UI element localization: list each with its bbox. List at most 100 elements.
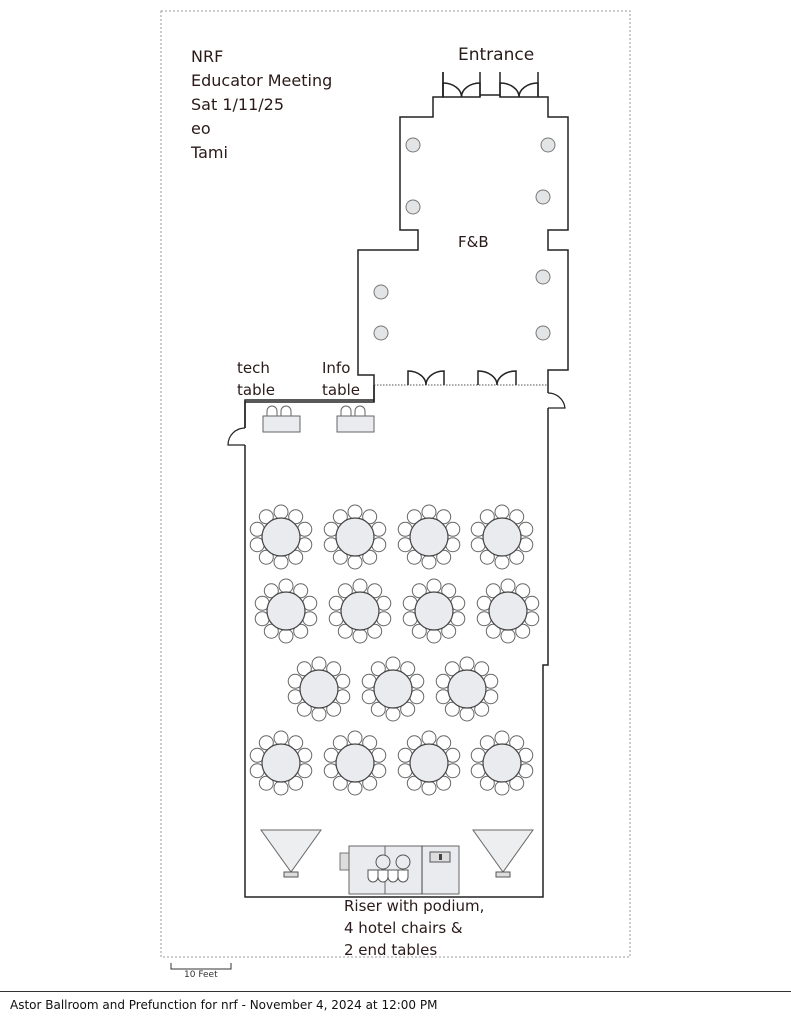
round-table [482, 517, 522, 557]
event-name: NRF [191, 47, 224, 66]
chair [459, 706, 475, 722]
chair [500, 578, 516, 594]
chair [288, 509, 304, 525]
label-line: 4 hotel chairs & [344, 919, 463, 937]
round-table [266, 591, 306, 631]
end-table [375, 854, 391, 870]
event-contact-initials: eo [191, 119, 211, 138]
chair [280, 405, 292, 416]
end-table [395, 854, 411, 870]
round-table [488, 591, 528, 631]
single-door [547, 392, 566, 409]
round-table [482, 743, 522, 783]
chair [400, 661, 416, 677]
single-door [227, 427, 246, 446]
chair [421, 554, 437, 570]
label-line: table [237, 381, 275, 399]
chair [515, 583, 531, 599]
tech-table [262, 415, 301, 433]
round-table [447, 669, 487, 709]
furniture-layer [170, 82, 566, 970]
chair [406, 509, 422, 525]
column [373, 284, 389, 300]
footer-text: Astor Ballroom and Prefunction for nrf -… [10, 998, 438, 1012]
chair [326, 661, 342, 677]
chair [385, 656, 401, 672]
chair [509, 509, 525, 525]
hotel-chair [367, 869, 379, 883]
chair [347, 780, 363, 796]
chair [441, 623, 457, 639]
chair [347, 730, 363, 746]
projection-screen [260, 829, 322, 873]
podium-mic [439, 854, 442, 860]
scale-label: 10 Feet [184, 970, 218, 980]
chair [494, 730, 510, 746]
double-door [477, 370, 517, 386]
chair [332, 775, 348, 791]
event-info: NRF Educator Meeting Sat 1/11/25 eo Tami [191, 45, 332, 165]
column [373, 325, 389, 341]
chair [436, 549, 452, 565]
chair [367, 623, 383, 639]
round-table [335, 517, 375, 557]
chair [421, 504, 437, 520]
chair [421, 730, 437, 746]
chair [436, 775, 452, 791]
chair [500, 628, 516, 644]
label-line: table [322, 381, 360, 399]
chair [479, 775, 495, 791]
chair [296, 661, 312, 677]
chair [340, 405, 352, 416]
chair [293, 623, 309, 639]
chair [411, 623, 427, 639]
chair [258, 775, 274, 791]
chair [485, 583, 501, 599]
chair [288, 775, 304, 791]
chair [479, 549, 495, 565]
round-table [299, 669, 339, 709]
chair [263, 583, 279, 599]
entrance-label: Entrance [458, 45, 535, 65]
footer: Astor Ballroom and Prefunction for nrf -… [0, 991, 791, 1012]
chair [406, 775, 422, 791]
round-table [340, 591, 380, 631]
projector [283, 871, 299, 878]
round-table [261, 743, 301, 783]
chair [411, 583, 427, 599]
label-line: Info [322, 359, 351, 377]
chair [288, 549, 304, 565]
chair [332, 549, 348, 565]
chair [258, 549, 274, 565]
chair [337, 623, 353, 639]
projector [495, 871, 511, 878]
chair [296, 701, 312, 717]
chair [400, 701, 416, 717]
chair [332, 735, 348, 751]
chair [444, 661, 460, 677]
chair [485, 623, 501, 639]
chair [494, 504, 510, 520]
chair [278, 578, 294, 594]
chair [459, 656, 475, 672]
chair [479, 735, 495, 751]
chair [385, 706, 401, 722]
event-title: Educator Meeting [191, 71, 333, 90]
chair [436, 735, 452, 751]
chair [311, 706, 327, 722]
chair [406, 735, 422, 751]
info-table [336, 415, 375, 433]
tech-table-label: tech table [237, 357, 275, 401]
chair [258, 735, 274, 751]
label-line: tech [237, 359, 270, 377]
label-line: 2 end tables [344, 941, 438, 959]
column [405, 137, 421, 153]
chair [509, 735, 525, 751]
round-table [414, 591, 454, 631]
chair [288, 735, 304, 751]
chair [426, 628, 442, 644]
chair [474, 661, 490, 677]
round-table [335, 743, 375, 783]
chair [441, 583, 457, 599]
hotel-chair [387, 869, 399, 883]
